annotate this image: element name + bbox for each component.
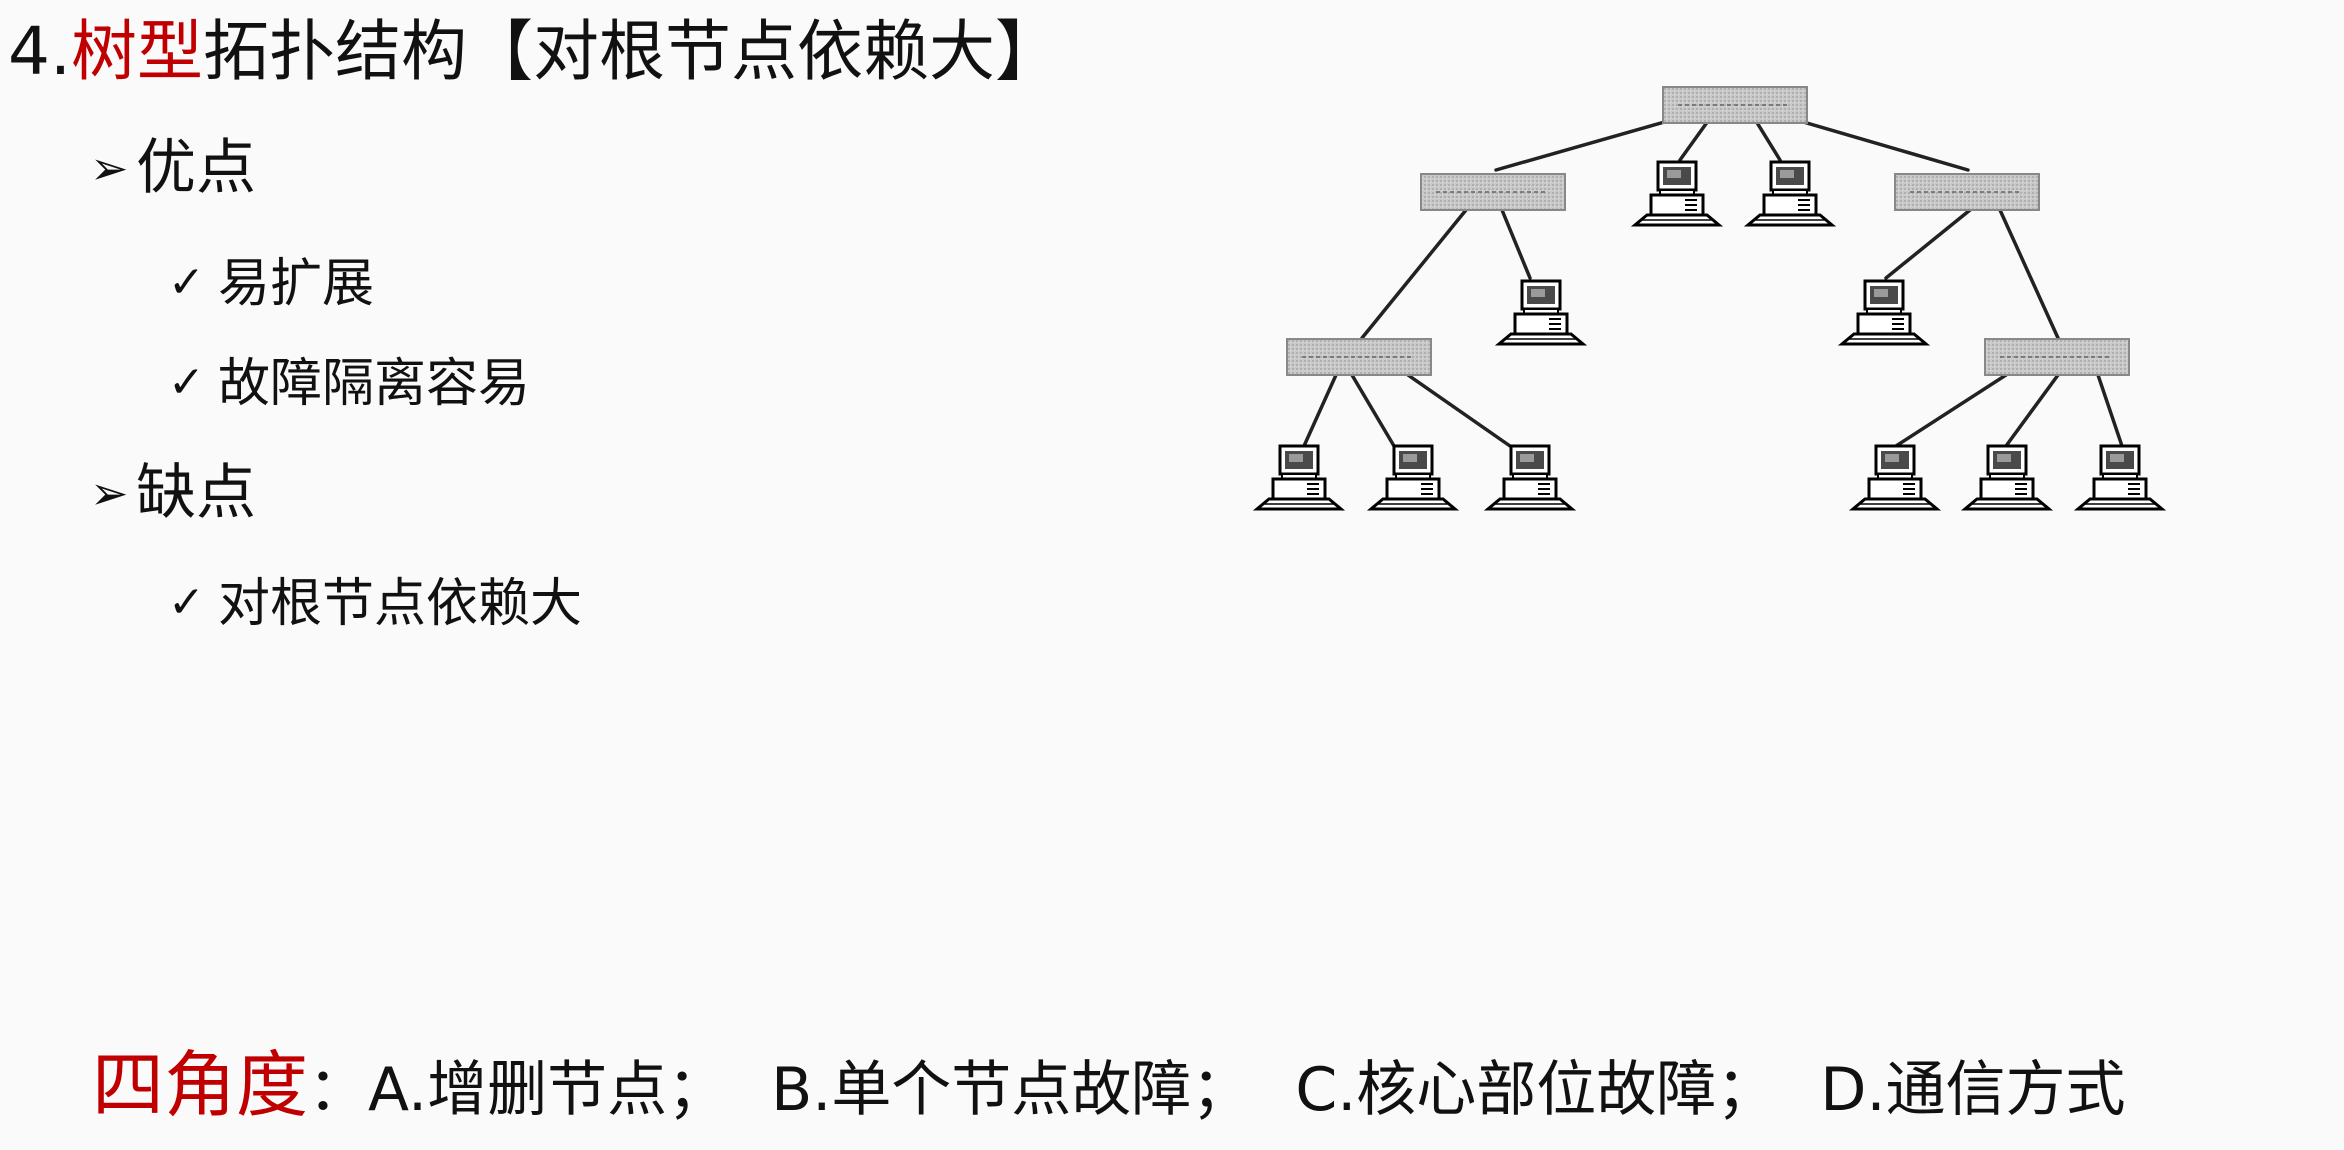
computer-icon bbox=[1963, 444, 2051, 511]
arrow-bullet-icon: ➢ bbox=[90, 466, 129, 520]
diagram-links bbox=[1302, 119, 2124, 448]
link bbox=[1302, 373, 1338, 448]
hub-right-lower bbox=[1984, 338, 2130, 376]
item-label: 易扩展 bbox=[218, 254, 375, 314]
section-disadvantages: ➢缺点 bbox=[90, 455, 256, 531]
link bbox=[1998, 208, 2060, 340]
check-icon: ✓ bbox=[168, 357, 205, 408]
section-label: 优点 bbox=[136, 133, 256, 203]
link bbox=[1894, 373, 2008, 448]
link bbox=[1500, 208, 1532, 280]
computer-icon bbox=[2076, 444, 2164, 511]
link bbox=[1798, 119, 1970, 172]
title-prefix: 4. bbox=[8, 13, 71, 90]
link bbox=[1494, 119, 1670, 172]
computer-icon bbox=[1255, 444, 1343, 511]
footer-four-angles: 四角度：A.增删节点； B.单个节点故障； C.核心部位故障； D.通信方式 bbox=[92, 1040, 2126, 1135]
computer-icon bbox=[1633, 160, 1721, 227]
link bbox=[1754, 119, 1782, 162]
link bbox=[1884, 208, 1972, 280]
computer-icon bbox=[1497, 279, 1585, 346]
footer-item-a: A.增删节点； bbox=[368, 1055, 728, 1125]
section-label: 缺点 bbox=[136, 458, 256, 528]
footer-item-c: C.核心部位故障； bbox=[1295, 1055, 1777, 1125]
title-highlight: 树型 bbox=[70, 13, 203, 90]
computer-icon bbox=[1486, 444, 1574, 511]
slide-title: 4.树型拓扑结构【对根节点依赖大】 bbox=[8, 10, 1061, 94]
check-icon: ✓ bbox=[168, 577, 205, 628]
link bbox=[1350, 373, 1396, 448]
link bbox=[1406, 373, 1512, 448]
tree-topology-diagram bbox=[1255, 86, 2164, 511]
title-rest: 拓扑结构【对根节点依赖大】 bbox=[202, 13, 1061, 90]
item-label: 故障隔离容易 bbox=[218, 354, 531, 414]
link bbox=[1360, 208, 1468, 340]
section-advantages: ➢优点 bbox=[90, 130, 256, 206]
link bbox=[2096, 373, 2124, 448]
computer-icon bbox=[1369, 444, 1457, 511]
list-item: ✓ 易扩展 bbox=[168, 250, 374, 317]
computer-icon bbox=[1851, 444, 1939, 511]
list-item: ✓ 对根节点依赖大 bbox=[168, 570, 582, 637]
list-item: ✓ 故障隔离容易 bbox=[168, 350, 530, 417]
computer-icon bbox=[1840, 279, 1928, 346]
footer-item-b: B.单个节点故障； bbox=[771, 1055, 1252, 1125]
link bbox=[1678, 119, 1710, 162]
arrow-bullet-icon: ➢ bbox=[90, 141, 129, 195]
hub-right bbox=[1894, 173, 2040, 211]
footer-item-d: D.通信方式 bbox=[1820, 1055, 2126, 1125]
item-label: 对根节点依赖大 bbox=[218, 574, 583, 634]
link bbox=[2004, 373, 2060, 448]
hub-left-lower bbox=[1286, 338, 1432, 376]
footer-highlight: 四角度 bbox=[92, 1043, 309, 1127]
check-icon: ✓ bbox=[168, 257, 205, 308]
hub-root bbox=[1662, 86, 1808, 124]
hub-left bbox=[1420, 173, 1566, 211]
computer-icon bbox=[1746, 160, 1834, 227]
footer-colon: ： bbox=[308, 1055, 369, 1125]
